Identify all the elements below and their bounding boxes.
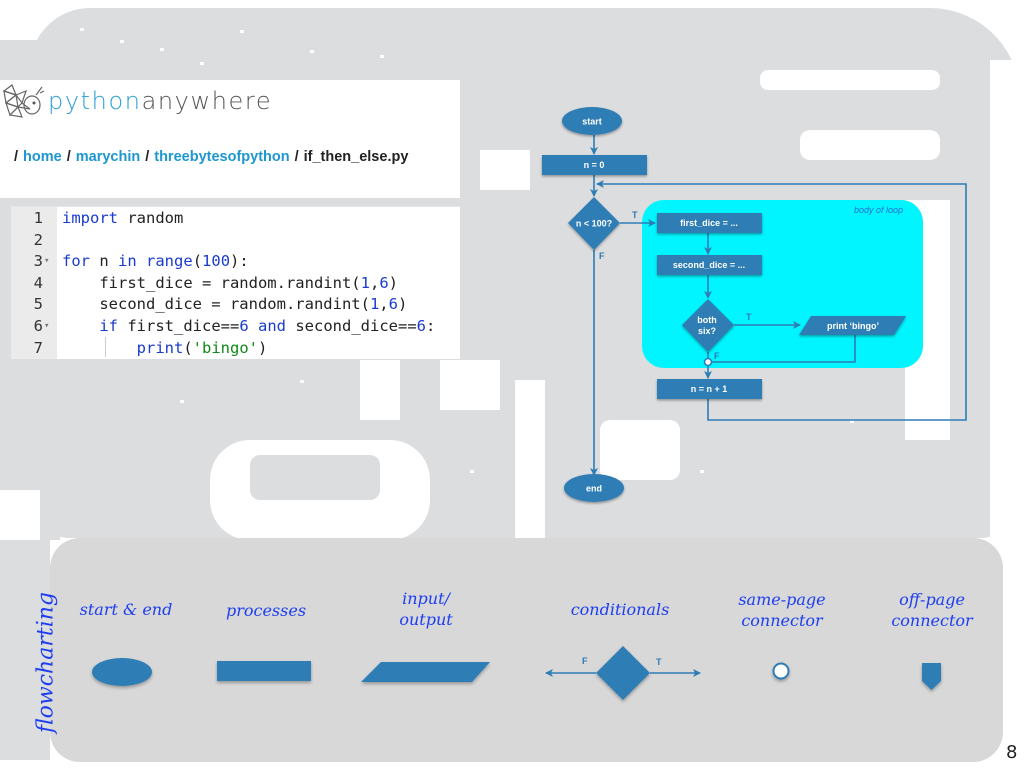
edge-loop-back [596,180,967,421]
legend-label-line: start & end [79,600,173,619]
breadcrumb-home[interactable]: home [23,149,62,165]
indent-guide [105,337,106,357]
legend-label-line: same-page [738,590,826,609]
increment-node [657,379,762,399]
pythonanywhere-header: pythonanywhere /home/marychin/threebytes… [0,80,460,198]
bothsix-false-label: F [714,351,720,361]
breadcrumb: /home/marychin/threebytesofpython/if_the… [14,149,408,165]
legend-title: flowcharting [33,592,59,734]
first-dice-node [657,213,762,233]
bothsix-true-label: T [746,312,752,322]
init-label: n = 0 [584,160,605,170]
breadcrumb-separator: / [145,149,150,165]
code-line[interactable]: 2 [11,230,460,252]
legend-panel [50,538,1003,762]
line-number-gutter [11,207,57,359]
start-node [562,107,622,135]
breadcrumb-separator: / [294,149,299,165]
legend-label-processes: processes [206,600,326,621]
brand-name: pythonanywhere [48,87,273,115]
first-dice-label: first_dice = ... [680,218,738,228]
init-node [542,155,647,175]
print-bingo-node [799,316,906,335]
legend-label-same-page-connector: same-page connector [722,589,842,631]
start-label: start [582,117,602,127]
code-text: for n in range(100): [62,252,249,271]
legend-label-line: conditionals [570,600,670,619]
breadcrumb-marychin[interactable]: marychin [75,149,141,165]
code-text: if first_dice==6 and second_dice==6: [99,317,436,335]
code-text: import random [62,209,184,227]
line-number: 5 [33,295,43,314]
breadcrumb-separator: / [14,149,19,165]
code-line[interactable]: 6▾ if first_dice==6 and second_dice==6: [11,316,460,338]
legend-label-line: processes [225,601,307,620]
fold-toggle-icon[interactable]: ▾ [44,256,50,267]
condition-false-label: F [599,251,605,261]
condition-true-label: T [632,210,638,220]
flowchart: body of loop start n = 0 n < 100? first_… [542,107,967,502]
legend-label-off-page-connector: off-page connector [872,589,992,631]
breadcrumb-threebytesofpython[interactable]: threebytesofpython [154,149,290,165]
legend-label-line: off-page [899,590,965,609]
legend-label-line: connector [891,611,973,630]
geometric-snake-logo-icon [2,84,45,118]
code-line[interactable]: 4 first_dice = random.randint(1,6) [11,273,460,295]
code-line[interactable]: 7 print('bingo') [11,338,460,360]
second-dice-node [657,255,762,275]
legend-label-line: connector [741,611,823,630]
line-number: 3 [33,252,43,271]
code-text: print('bingo') [136,338,268,357]
breadcrumb-separator: / [66,149,71,165]
fold-toggle-icon[interactable]: ▾ [44,321,50,331]
legend-label-start-end: start & end [66,599,186,620]
code-text: first_dice = random.randint(1,6) [62,273,398,292]
increment-label: n = n + 1 [691,384,728,394]
legend-label-input-output: input/output [366,588,486,630]
line-number: 2 [33,230,43,249]
code-text: second_dice = random.randint(1,6) [62,295,408,314]
end-node [564,474,624,502]
second-dice-label: second_dice = ... [673,260,745,270]
code-line[interactable]: 5 second_dice = random.randint(1,6) [11,294,460,316]
both-six-label-line2: six? [698,326,716,336]
both-six-node [682,299,734,352]
code-line[interactable]: 3▾ for n in range(100): [11,251,460,273]
print-bingo-label: print ‘bingo’ [827,321,879,331]
line-number: 6 [33,317,43,335]
legend-label-conditionals: conditionals [555,599,685,620]
page-number: 8 [1006,742,1018,763]
legend-label-line: input/ [402,589,450,608]
legend-label-line: output [399,610,453,629]
code-line[interactable]: 1 import random [11,208,460,230]
loop-body-label: body of loop [854,205,903,215]
loop-condition-label: n < 100? [576,219,612,229]
loop-condition-node [568,197,620,250]
line-number: 1 [33,209,43,227]
end-label: end [586,484,602,494]
line-number: 4 [33,273,43,292]
line-number: 7 [33,338,43,357]
merge-connector [703,357,713,367]
breadcrumb-current-file: if_then_else.py [303,149,409,165]
edge-print-merge [708,335,856,363]
both-six-label-line1: both [697,315,717,325]
